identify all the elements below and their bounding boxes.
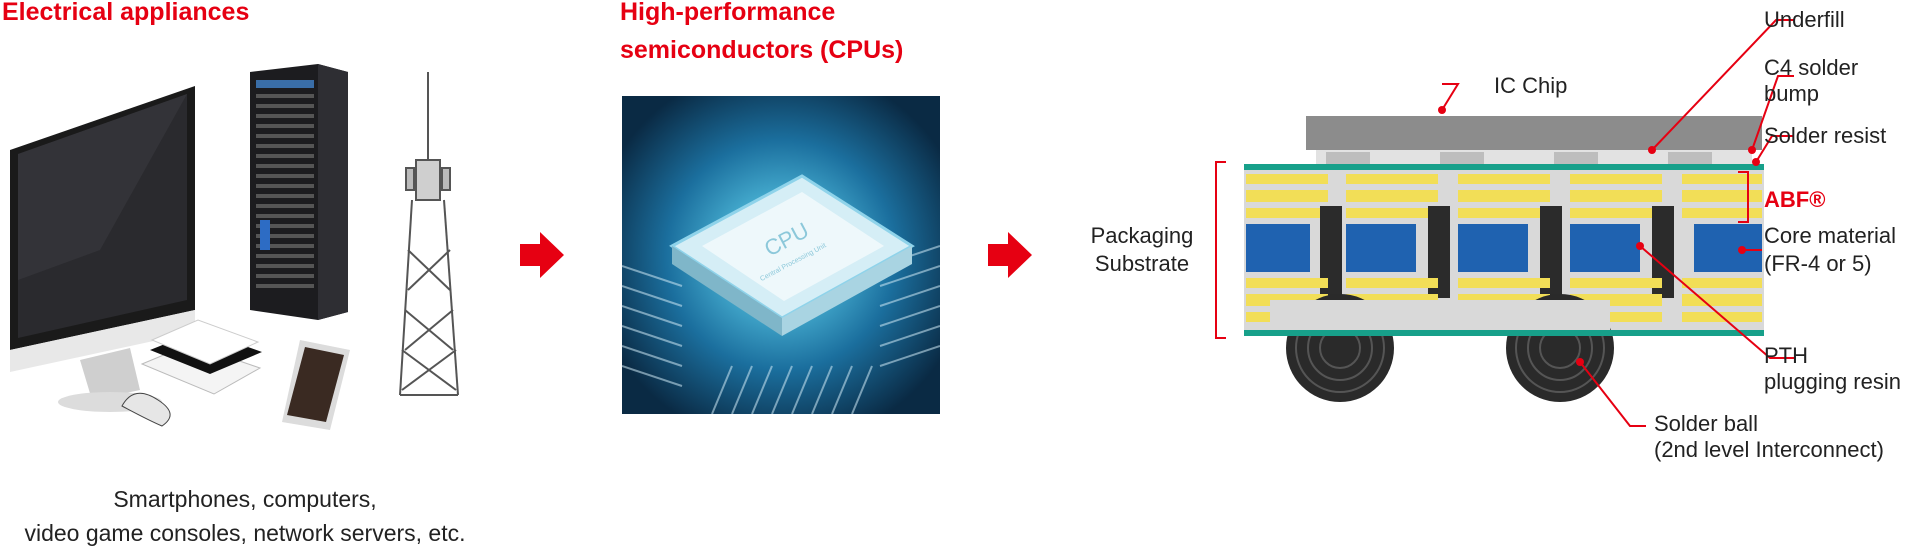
packaging-bracket (1215, 161, 1226, 339)
appliances-caption-line2: video game consoles, network servers, et… (24, 520, 466, 546)
label-pth-line2: plugging resin (1764, 369, 1901, 394)
label-packaging-line1: Packaging (1090, 223, 1194, 248)
monitor-icon (10, 86, 195, 412)
tower-icon (399, 72, 459, 396)
label-ic-chip: IC Chip (1494, 73, 1568, 98)
appliances-caption-line1: Smartphones, computers, (113, 486, 377, 512)
pth-plugging-resin (1320, 206, 1674, 298)
label-abf: ABF® (1764, 187, 1826, 212)
appliances-illustration (10, 64, 459, 430)
label-c4-line2: bump (1764, 81, 1820, 106)
cpu-title-line1: High-performance (620, 0, 836, 26)
solder-balls (1244, 294, 1764, 402)
abf-layers-top (1246, 174, 1762, 218)
abf-bracket (1738, 171, 1749, 223)
leader-dots (1438, 106, 1760, 366)
label-packaging-line2: Substrate (1094, 251, 1190, 276)
label-solder-resist: Solder resist (1764, 123, 1887, 148)
appliances-title: Electrical appliances (2, 0, 250, 26)
solder-resist-top (1244, 164, 1764, 170)
server-rack-icon (250, 64, 348, 320)
smartphone-icon (282, 340, 350, 430)
label-core-line2: (FR-4 or 5) (1764, 251, 1872, 276)
label-ball-line1: Solder ball (1654, 411, 1758, 436)
core-material (1246, 224, 1762, 272)
label-c4-line1: C4 solder (1764, 55, 1859, 80)
circuit-traces (622, 245, 940, 414)
c4-solder-bumps (1326, 152, 1712, 164)
ic-chip (1306, 116, 1762, 150)
game-console-icon (121, 319, 262, 427)
arrow-right-icon (988, 232, 1032, 278)
label-ball-line2: (2nd level Interconnect) (1654, 437, 1884, 462)
label-pth-line1: PTH (1764, 343, 1808, 368)
label-underfill: Underfill (1764, 7, 1845, 32)
cpu-title-line2: semiconductors (CPUs) (620, 36, 904, 64)
cpu-image: CPU Central Processing Unit (622, 96, 940, 414)
substrate-diagram (1215, 19, 1794, 427)
underfill (1316, 150, 1752, 164)
label-core-line1: Core material (1764, 223, 1897, 248)
arrow-right-icon (520, 232, 564, 278)
